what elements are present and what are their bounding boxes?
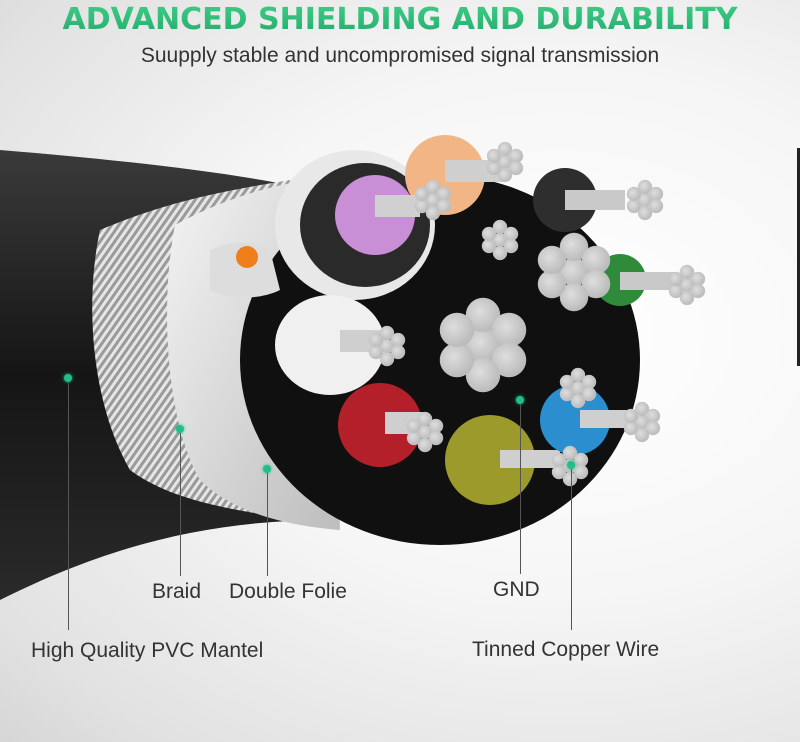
pvc-marker-dot <box>64 374 72 382</box>
gnd-label: GND <box>493 578 540 601</box>
drain-wire <box>236 246 258 268</box>
page-title: ADVANCED SHIELDING AND DURABILITY <box>0 2 800 37</box>
page-subtitle: Suupply stable and uncompromised signal … <box>140 44 660 67</box>
foil-leader-line <box>267 473 268 576</box>
braid-leader-line <box>180 433 181 576</box>
tinned-copper-wire-label: Tinned Copper Wire <box>472 638 660 661</box>
gnd-marker-dot <box>516 396 524 404</box>
double-foil-label: Double Folie <box>229 580 347 603</box>
copper-marker-dot <box>567 461 575 469</box>
foil-marker-dot <box>263 465 271 473</box>
gnd-leader-line <box>520 404 521 574</box>
pvc-mantel-label: High Quality PVC Mantel <box>31 639 264 662</box>
braid-marker-dot <box>176 425 184 433</box>
edge-bar <box>797 148 800 366</box>
pvc-leader-line <box>68 382 69 630</box>
braid-label: Braid <box>152 580 202 603</box>
copper-leader-line <box>571 469 572 630</box>
